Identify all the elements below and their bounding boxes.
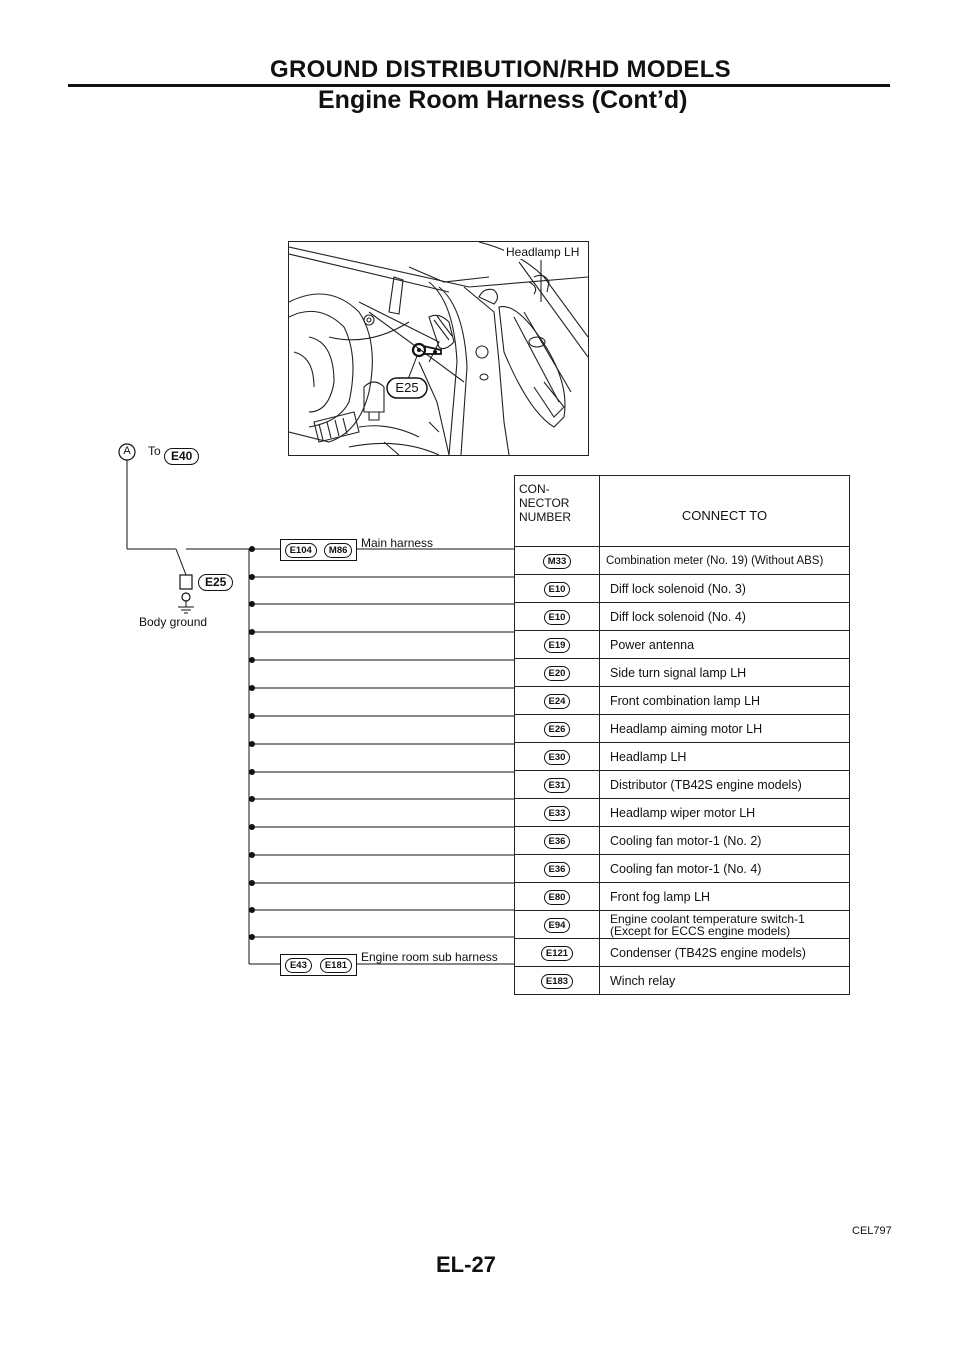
table-row: E36 Cooling fan motor-1 (No. 4) (514, 854, 850, 883)
connector-number: E31 (543, 777, 571, 793)
main-harness-label: Main harness (361, 536, 434, 550)
connect-to-cell: Combination meter (No. 19) (Without ABS) (599, 546, 850, 575)
connector-table: CON- NECTOR NUMBER CONNECT TO M33 Combin… (514, 475, 850, 995)
table-header-row: CON- NECTOR NUMBER CONNECT TO (514, 475, 850, 547)
to-label: To (148, 444, 161, 458)
to-connector-badge: E40 (164, 447, 200, 465)
connect-to-cell: Winch relay (599, 966, 850, 995)
page-number: EL-27 (436, 1252, 496, 1277)
connect-to-cell: Cooling fan motor-1 (No. 2) (599, 826, 850, 855)
connect-to-cell: Engine coolant temperature switch-1 (Exc… (599, 910, 850, 939)
table-row: E33 Headlamp wiper motor LH (514, 798, 850, 827)
connector-number: E33 (543, 805, 571, 821)
ground-bolt-icon (411, 342, 427, 358)
connect-to-cell: Side turn signal lamp LH (599, 658, 850, 687)
table-row: E19 Power antenna (514, 630, 850, 659)
body-ground-label: Body ground (139, 615, 208, 629)
connect-to-cell: Diff lock solenoid (No. 4) (599, 602, 850, 631)
table-row: E26 Headlamp aiming motor LH (514, 714, 850, 743)
connector-number: E10 (543, 581, 571, 597)
section-title: GROUND DISTRIBUTION/RHD MODELS (270, 56, 731, 83)
ground-point-label: E25 (395, 380, 419, 395)
table-row: E31 Distributor (TB42S engine models) (514, 770, 850, 799)
sub-harness-connector-1: E43 (284, 957, 312, 973)
connector-number: E94 (543, 917, 571, 933)
connect-to-cell: Cooling fan motor-1 (No. 4) (599, 854, 850, 883)
connector-number: M33 (542, 553, 572, 569)
to-connector: E40 (164, 448, 200, 465)
connector-number: E183 (540, 973, 574, 989)
table-row: E10 Diff lock solenoid (No. 4) (514, 602, 850, 631)
sub-harness-connector-2: E181 (319, 957, 353, 973)
section-subtitle: Engine Room Harness (Cont’d) (318, 86, 688, 114)
connect-to-cell: Headlamp aiming motor LH (599, 714, 850, 743)
main-harness-connector-1: E104 (284, 542, 317, 558)
headlamp-label: Headlamp LH (504, 245, 582, 259)
connector-number: E80 (543, 889, 571, 905)
connect-to-header: CONNECT TO (599, 475, 850, 547)
connector-number: E26 (543, 721, 571, 737)
table-row: E183 Winch relay (514, 966, 850, 995)
connector-number: E19 (543, 637, 571, 653)
ground-connector: E25 (198, 574, 234, 591)
connect-to-cell: Headlamp wiper motor LH (599, 798, 850, 827)
connect-to-cell: Front fog lamp LH (599, 882, 850, 911)
connect-to-cell: Headlamp LH (599, 742, 850, 771)
connector-number: E20 (543, 665, 571, 681)
table-row: E121 Condenser (TB42S engine models) (514, 938, 850, 967)
connector-number: E36 (543, 861, 571, 877)
engine-bay-illustration: Headlamp LH E25 (288, 241, 589, 456)
table-row: E20 Side turn signal lamp LH (514, 658, 850, 687)
connector-number: E30 (543, 749, 571, 765)
ground-connector-badge: E25 (198, 573, 234, 591)
connector-number: E24 (543, 693, 571, 709)
main-harness-connector-box: E104 M86 (280, 539, 357, 561)
main-harness-connector-2: M86 (323, 542, 353, 558)
table-row: M33 Combination meter (No. 19) (Without … (514, 546, 850, 575)
connect-to-cell: Diff lock solenoid (No. 3) (599, 574, 850, 603)
header-rule (68, 84, 890, 87)
sub-harness-connector-box: E43 E181 (280, 954, 357, 976)
connector-number: E36 (543, 833, 571, 849)
connector-number: E121 (540, 945, 574, 961)
table-row: E80 Front fog lamp LH (514, 882, 850, 911)
table-row: E94 Engine coolant temperature switch-1 … (514, 910, 850, 939)
table-row: E24 Front combination lamp LH (514, 686, 850, 715)
connect-to-cell: Condenser (TB42S engine models) (599, 938, 850, 967)
connector-number-header: CON- NECTOR NUMBER (514, 475, 600, 547)
sub-harness-label: Engine room sub harness (361, 950, 498, 964)
connector-number: E10 (543, 609, 571, 625)
figure-code: CEL797 (852, 1225, 892, 1237)
connect-to-cell: Power antenna (599, 630, 850, 659)
table-row: E30 Headlamp LH (514, 742, 850, 771)
connect-to-cell: Distributor (TB42S engine models) (599, 770, 850, 799)
table-row: E10 Diff lock solenoid (No. 3) (514, 574, 850, 603)
connect-to-cell: Front combination lamp LH (599, 686, 850, 715)
circle-letter-a: A (123, 445, 131, 457)
table-row: E36 Cooling fan motor-1 (No. 2) (514, 826, 850, 855)
